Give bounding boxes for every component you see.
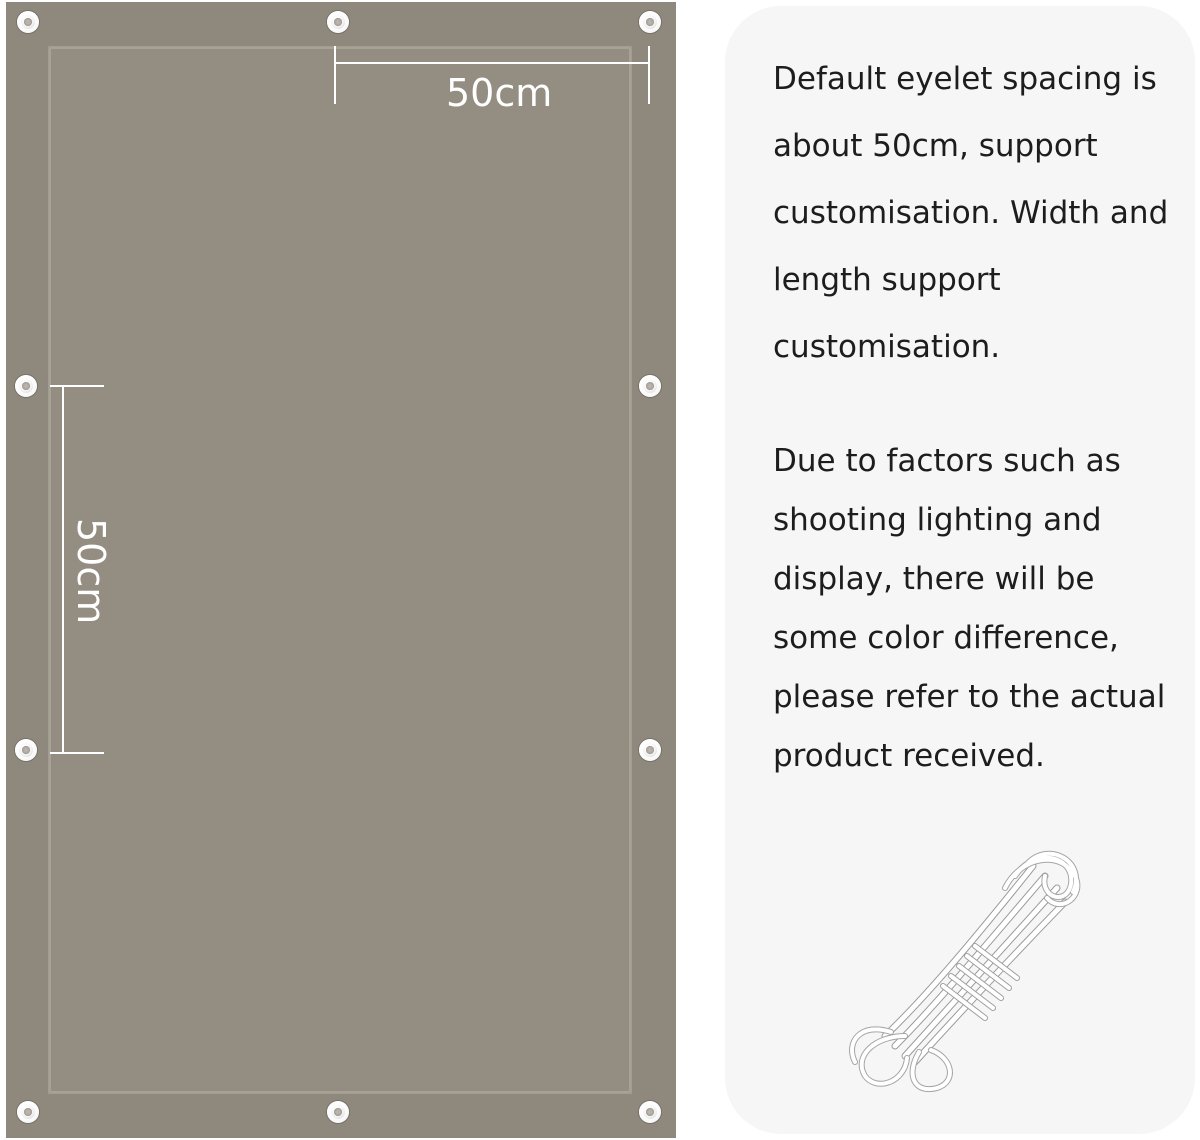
color-difference-notice: Due to factors such as shooting lighting… — [773, 443, 1166, 774]
horizontal-dimension-line — [336, 62, 650, 64]
tarp-inner-panel — [48, 46, 632, 1094]
eyelet-icon — [639, 11, 661, 33]
eyelet-icon — [15, 739, 37, 761]
eyelet-icon — [327, 11, 349, 33]
horizontal-dimension-tick-right — [648, 46, 650, 104]
vertical-spacing-label: 50cm — [69, 518, 113, 625]
rope-bundle-icon — [849, 850, 1081, 1093]
vertical-dimension-tick-bottom — [50, 752, 104, 754]
eyelet-icon — [17, 11, 39, 33]
eyelet-icon — [15, 375, 37, 397]
eyelet-icon — [639, 1101, 661, 1123]
eyelet-icon — [327, 1101, 349, 1123]
eyelet-icon — [639, 375, 661, 397]
horizontal-dimension-tick-left — [334, 46, 336, 104]
horizontal-spacing-label: 50cm — [446, 71, 553, 115]
vertical-dimension-line — [62, 386, 64, 754]
vertical-dimension-tick-top — [50, 385, 104, 387]
info-card: Default eyelet spacing is about 50cm, su… — [725, 6, 1195, 1134]
tarp-panel: 50cm 50cm — [6, 2, 676, 1138]
eyelet-icon — [17, 1101, 39, 1123]
eyelet-icon — [639, 739, 661, 761]
tarp-hem — [49, 47, 631, 1093]
eyelet-spacing-description: Default eyelet spacing is about 50cm, su… — [773, 61, 1169, 365]
